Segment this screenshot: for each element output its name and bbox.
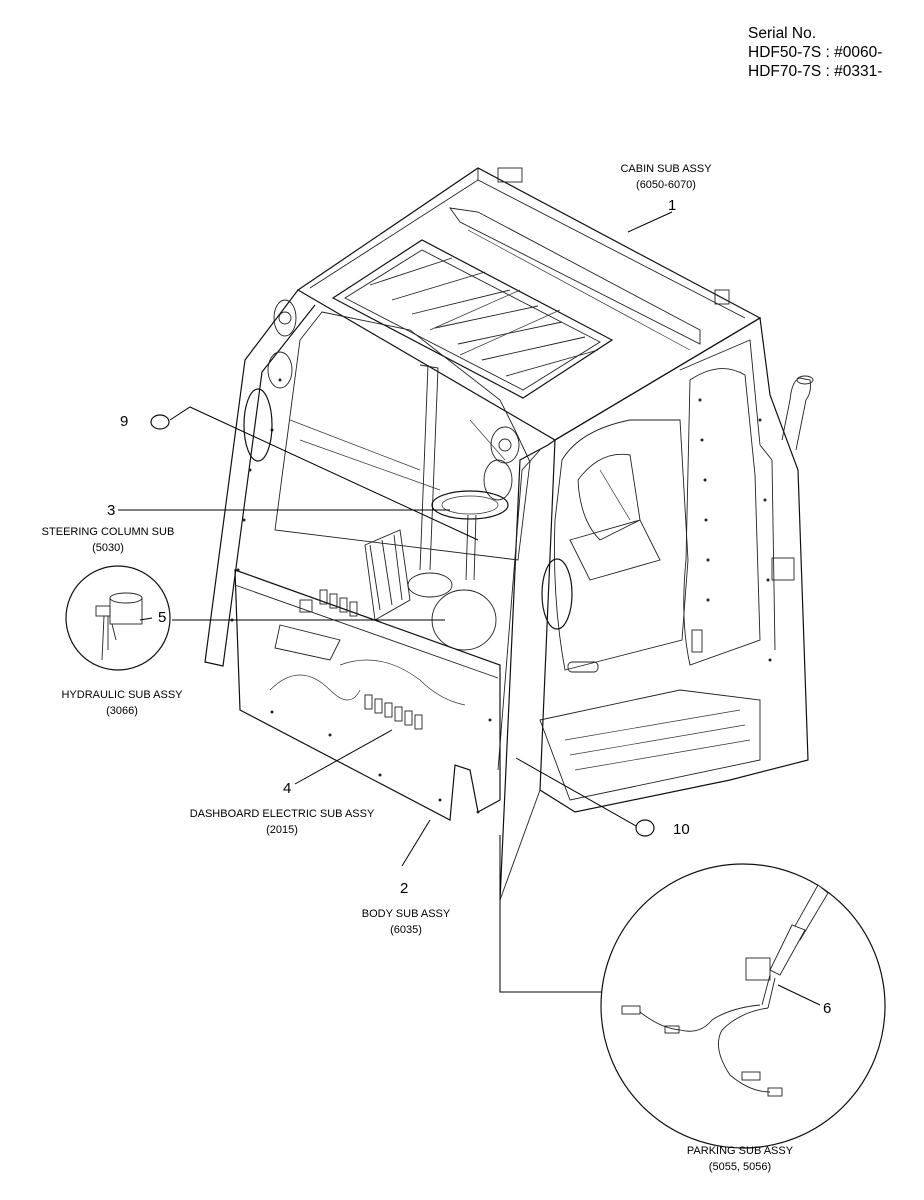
label-dashboard-name: DASHBOARD ELECTRIC SUB ASSY bbox=[190, 808, 375, 820]
serial-line-hdf50: HDF50-7S : #0060- bbox=[748, 44, 883, 61]
leader-2 bbox=[401, 819, 431, 867]
hydraulic-detail-circle bbox=[65, 565, 171, 671]
label-cabin-name: CABIN SUB ASSY bbox=[620, 163, 712, 175]
label-steering-code: (5030) bbox=[92, 542, 124, 554]
callout-9: 9 bbox=[120, 413, 128, 430]
callout-6: 6 bbox=[823, 1000, 831, 1017]
label-parking-code: (5055, 5056) bbox=[709, 1161, 771, 1173]
label-steering-name: STEERING COLUMN SUB bbox=[42, 526, 175, 538]
callout-2: 2 bbox=[400, 880, 408, 897]
leader-6 bbox=[777, 984, 821, 1006]
hydraulic-valve-drawing bbox=[95, 592, 143, 661]
label-body-name: BODY SUB ASSY bbox=[362, 908, 451, 920]
parking-detail-circle bbox=[600, 863, 886, 1149]
serial-line-hdf70: HDF70-7S : #0331- bbox=[748, 63, 883, 80]
cap-10 bbox=[635, 819, 655, 837]
label-dashboard-code: (2015) bbox=[266, 824, 298, 836]
leader-1 bbox=[627, 211, 673, 233]
serial-title: Serial No. bbox=[748, 25, 817, 42]
parking-brake-drawing bbox=[621, 884, 829, 1097]
label-hydraulic-code: (3066) bbox=[106, 705, 138, 717]
callout-3: 3 bbox=[107, 502, 115, 519]
label-hydraulic-name: HYDRAULIC SUB ASSY bbox=[61, 689, 183, 701]
label-parking-name: PARKING SUB ASSY bbox=[687, 1145, 794, 1157]
cabin-drawing bbox=[204, 167, 814, 901]
callout-1: 1 bbox=[668, 197, 676, 214]
leader-4 bbox=[294, 729, 393, 785]
label-body-code: (6035) bbox=[390, 924, 422, 936]
callout-10: 10 bbox=[673, 821, 690, 838]
leader-5a bbox=[139, 617, 153, 621]
serial-number-block: Serial No. HDF50-7S : #0060- HDF70-7S : … bbox=[748, 24, 882, 81]
callout-5: 5 bbox=[158, 609, 166, 626]
cap-9 bbox=[150, 414, 170, 430]
label-cabin-code: (6050-6070) bbox=[636, 179, 696, 191]
callout-4: 4 bbox=[283, 780, 291, 797]
